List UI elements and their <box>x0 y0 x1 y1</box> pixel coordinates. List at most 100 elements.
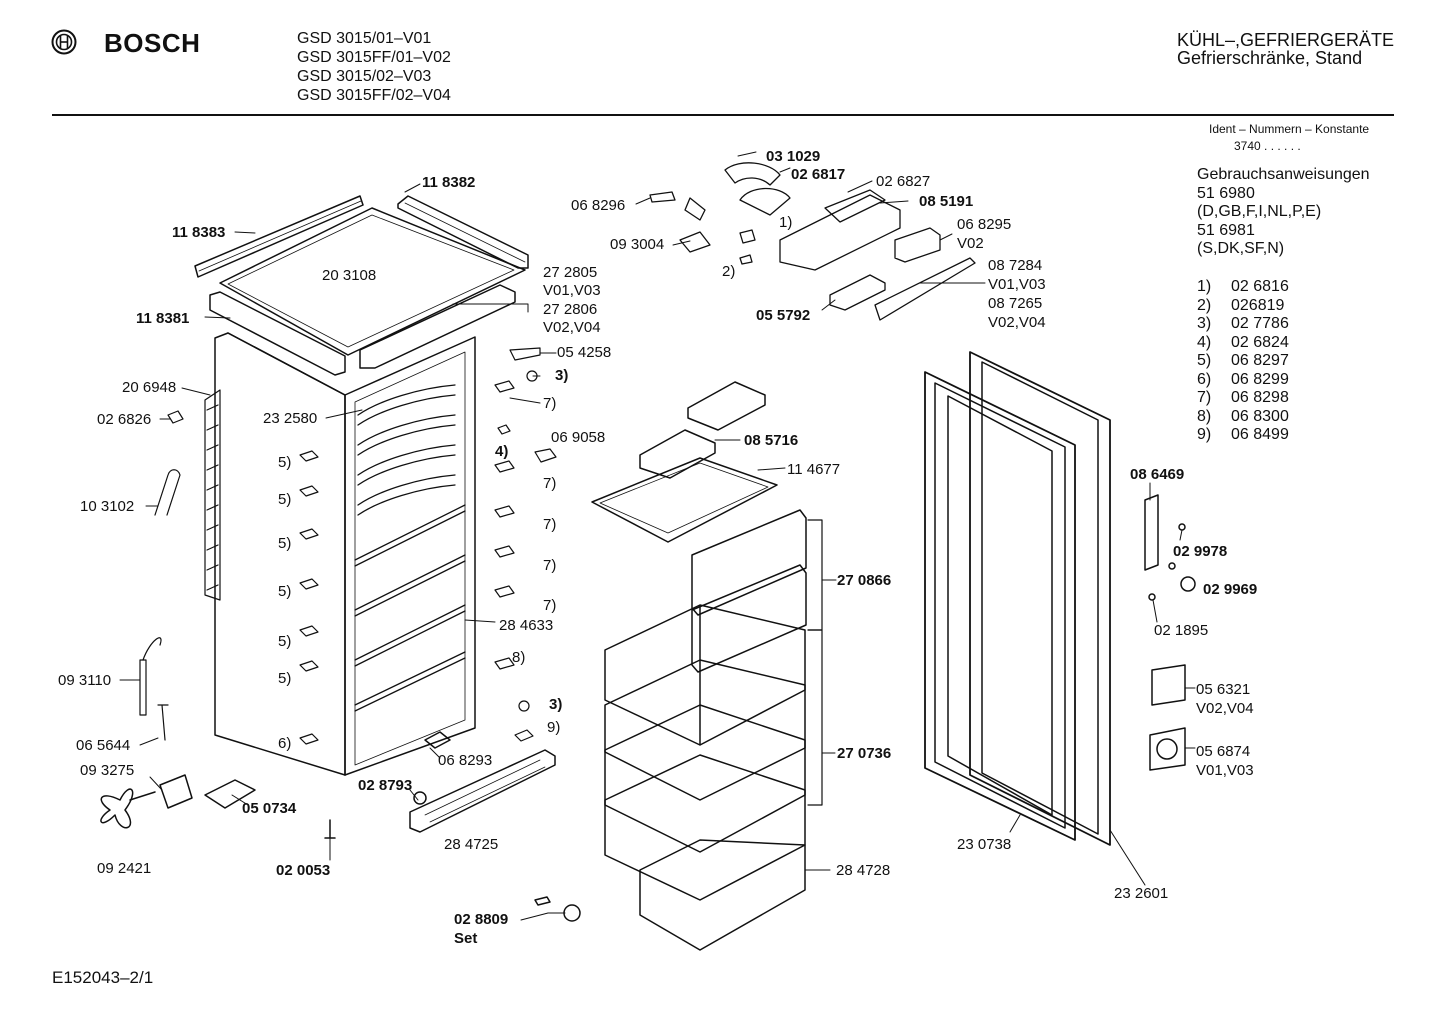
part-label: 11 8381 <box>136 310 190 327</box>
part-label: 05 0734 <box>242 800 297 817</box>
variant-label: V01,V03 <box>1196 762 1254 779</box>
drawer-knob <box>534 896 581 922</box>
footnote-number: 9) <box>1197 426 1212 443</box>
part-label: 02 6827 <box>876 173 931 190</box>
part-label: 08 7265 <box>988 295 1043 312</box>
model-line: GSD 3015/02–V03 <box>297 68 432 85</box>
footnote-parts: 02 6816 026819 02 7786 02 6824 06 8297 0… <box>1231 278 1289 445</box>
part-label: 03 1029 <box>766 148 821 165</box>
footnote-number: 5) <box>1197 352 1212 369</box>
model-line: GSD 3015FF/01–V02 <box>297 49 451 66</box>
part-label: 05 4258 <box>557 344 612 361</box>
footnote-mark: 6) <box>278 735 292 752</box>
footnote-mark: 3) <box>555 367 569 384</box>
part-label: 02 9978 <box>1173 543 1228 560</box>
part-label: 20 6948 <box>122 379 177 396</box>
part-label: 06 5644 <box>76 737 131 754</box>
part-label: 09 3004 <box>610 236 665 253</box>
footnote-mark: 1) <box>779 214 793 231</box>
cabinet-body <box>214 332 476 776</box>
footnote-mark: 5) <box>278 633 292 650</box>
thermostat-capillary <box>139 637 169 741</box>
footnote-part: 06 8499 <box>1231 426 1289 443</box>
footnote-number: 7) <box>1197 389 1212 406</box>
inner-shelves <box>354 384 466 712</box>
footnote-number: 3) <box>1197 315 1212 332</box>
part-label: 02 6826 <box>97 411 152 428</box>
footnote-number: 6) <box>1197 370 1212 388</box>
handle-screws <box>1148 523 1196 601</box>
footnote-mark: 5) <box>278 670 292 687</box>
part-label: 28 4728 <box>836 862 891 879</box>
variant-label: V02,V04 <box>1196 700 1254 717</box>
part-label: 06 9058 <box>551 429 606 446</box>
footnote-number: 1) <box>1197 278 1212 295</box>
ident-value: 3740 . . . . . . <box>1234 139 1301 153</box>
model-line: GSD 3015/01–V01 <box>297 30 432 47</box>
footnote-part: 02 6824 <box>1231 333 1289 351</box>
part-label: 06 8295 <box>957 216 1012 233</box>
control-housing <box>649 162 976 321</box>
part-label: 09 3110 <box>58 672 112 689</box>
part-label: 10 3102 <box>80 498 135 515</box>
part-label: 05 6874 <box>1196 743 1251 760</box>
part-label: 05 5792 <box>756 307 811 324</box>
bosch-logo-icon <box>51 29 77 60</box>
part-label: 06 8296 <box>571 197 626 214</box>
part-label: 27 2805 <box>543 264 598 281</box>
footnote-part: 026819 <box>1231 296 1285 314</box>
floor-plug <box>413 731 451 805</box>
footnote-mark: 7) <box>543 475 557 492</box>
footnote-mark: 5) <box>278 491 292 508</box>
variant-label: V02,V04 <box>988 314 1046 331</box>
part-label: 09 3275 <box>80 762 135 779</box>
footnote-mark: 5) <box>278 535 292 552</box>
top-rail-right <box>397 195 529 269</box>
variant-label: V01,V03 <box>988 276 1046 293</box>
footnote-part: 02 7786 <box>1231 315 1289 332</box>
part-label: 02 0053 <box>276 862 331 879</box>
model-line: GSD 3015FF/02–V04 <box>297 87 451 104</box>
footnote-mark: 7) <box>543 395 557 412</box>
part-label: 08 5716 <box>744 432 799 449</box>
set-label: Set <box>454 930 478 947</box>
part-label: 27 0736 <box>837 745 892 762</box>
footnote-numbers: 1) 2) 3) 4) 5) 6) 7) 8) 9) <box>1197 278 1211 445</box>
label-brackets <box>807 519 823 806</box>
part-label: 27 2806 <box>543 301 598 318</box>
variant-label: V01,V03 <box>543 282 601 299</box>
rating-plate <box>1151 664 1186 706</box>
part-label: 05 6321 <box>1196 681 1251 698</box>
part-label: 02 9969 <box>1203 581 1258 598</box>
footnote-mark: 5) <box>278 583 292 600</box>
footnote-mark: 2) <box>722 263 736 280</box>
footnote-mark: 3) <box>549 696 563 713</box>
category-block: KÜHL–,GEFRIERGERÄTE Gefrierschränke, Sta… <box>1177 31 1394 67</box>
footnote-mark: 7) <box>543 557 557 574</box>
footnote-part: 06 8299 <box>1231 370 1289 388</box>
top-cover-panel <box>219 207 526 356</box>
part-label: 02 6817 <box>791 166 846 183</box>
part-label: 02 1895 <box>1154 622 1209 639</box>
part-label: 23 2601 <box>1114 885 1169 902</box>
footnote-part: 02 6816 <box>1231 278 1289 295</box>
door-panel <box>924 371 1076 841</box>
manual-languages: (S,DK,SF,N) <box>1197 240 1285 257</box>
door-gasket <box>969 351 1111 846</box>
part-label: 27 0866 <box>837 572 892 589</box>
variant-label: V02,V04 <box>543 319 601 336</box>
part-label: 08 7284 <box>988 257 1043 274</box>
shelf-supports-right <box>494 380 515 670</box>
leader-lines <box>119 151 1196 921</box>
manuals-block: Gebrauchsanweisungen 51 6980 (D,GB,F,I,N… <box>1197 166 1370 259</box>
category-title: KÜHL–,GEFRIERGERÄTE <box>1177 30 1395 50</box>
front-trim-strip <box>209 284 516 376</box>
top-rail-left <box>194 195 364 278</box>
part-label: 28 4725 <box>444 836 499 853</box>
footnote-mark: 4) <box>495 443 509 460</box>
footnote-mark: 7) <box>543 516 557 533</box>
part-label: 02 8809 <box>454 911 509 928</box>
freezer-drawers <box>604 604 806 951</box>
part-label: 08 5191 <box>919 193 974 210</box>
part-label: 23 2580 <box>263 410 318 427</box>
